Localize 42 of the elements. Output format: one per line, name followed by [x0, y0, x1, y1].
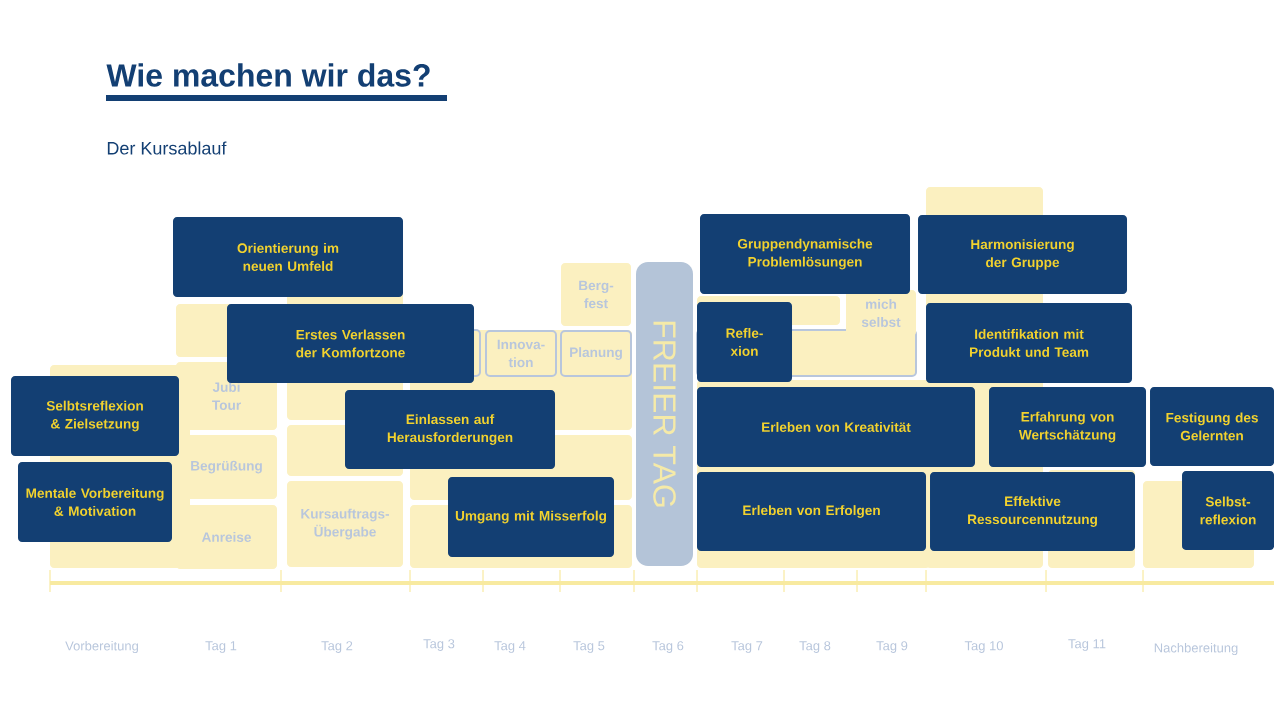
axis-label: Vorbereitung	[65, 640, 138, 654]
free-day-bar: FREIER TAG	[636, 262, 693, 566]
node-label: Begrüßung	[191, 460, 262, 474]
axis-label: Tag 8	[799, 641, 831, 653]
activity-box: Anreise	[176, 505, 277, 569]
activity-box: Planung	[560, 330, 632, 377]
topic-box: Erstes Verlassen der Komfortzone	[227, 304, 474, 383]
topic-box: Harmonisierung der Gruppe	[918, 215, 1127, 294]
axis-label: Nachbereitung	[1154, 642, 1238, 656]
axis-label: Tag 4	[494, 641, 526, 653]
topic-box: Erleben von Kreativität	[697, 387, 975, 467]
axis-label: Tag 10	[964, 641, 1003, 653]
topic-box: Effektive Ressourcennutzung	[930, 472, 1135, 551]
subtitle: Der Kursablauf	[107, 141, 227, 155]
topic-box: Festigung des Gelernten	[1150, 387, 1274, 466]
axis-label: Tag 1	[205, 641, 237, 653]
topic-box: Selbtsreflexion & Zielsetzung	[11, 376, 179, 456]
topic-box: Mentale Vorbereitung & Motivation	[18, 462, 172, 542]
activity-box: Innova- tion	[485, 330, 557, 377]
topic-box: Orientierung im neuen Umfeld	[173, 217, 403, 297]
axis-label: Tag 5	[573, 641, 605, 653]
topic-box: Umgang mit Misserfolg	[448, 477, 614, 557]
title: Wie machen wir das?	[106, 63, 430, 87]
topic-box: Refle- xion	[697, 302, 792, 382]
topic-box: Einlassen auf Herausforderungen	[345, 390, 555, 469]
axis-label: Tag 11	[1068, 639, 1106, 651]
axis-label: Tag 6	[652, 641, 684, 653]
topic-box: Gruppendynamische Problemlösungen	[700, 214, 910, 294]
axis-label: Tag 2	[321, 641, 353, 653]
topic-box: Selbst- reflexion	[1182, 471, 1274, 550]
axis-label: Tag 9	[876, 641, 908, 653]
node-label: Anreise	[201, 532, 251, 542]
activity-box: Begrüßung	[176, 435, 277, 499]
topic-box: Erleben von Erfolgen	[697, 472, 926, 551]
axis-label: Tag 7	[731, 641, 763, 653]
activity-box: mich selbst	[846, 290, 916, 336]
activity-box: Kursauftrags- Übergabe	[287, 481, 403, 567]
topic-box: Erfahrung von Wertschätzung	[989, 387, 1146, 467]
topic-box: Identifikation mit Produkt und Team	[926, 303, 1132, 383]
axis-label: Tag 3	[423, 639, 455, 651]
node-label: mich selbst	[861, 299, 901, 327]
activity-box: Berg- fest	[561, 263, 631, 326]
